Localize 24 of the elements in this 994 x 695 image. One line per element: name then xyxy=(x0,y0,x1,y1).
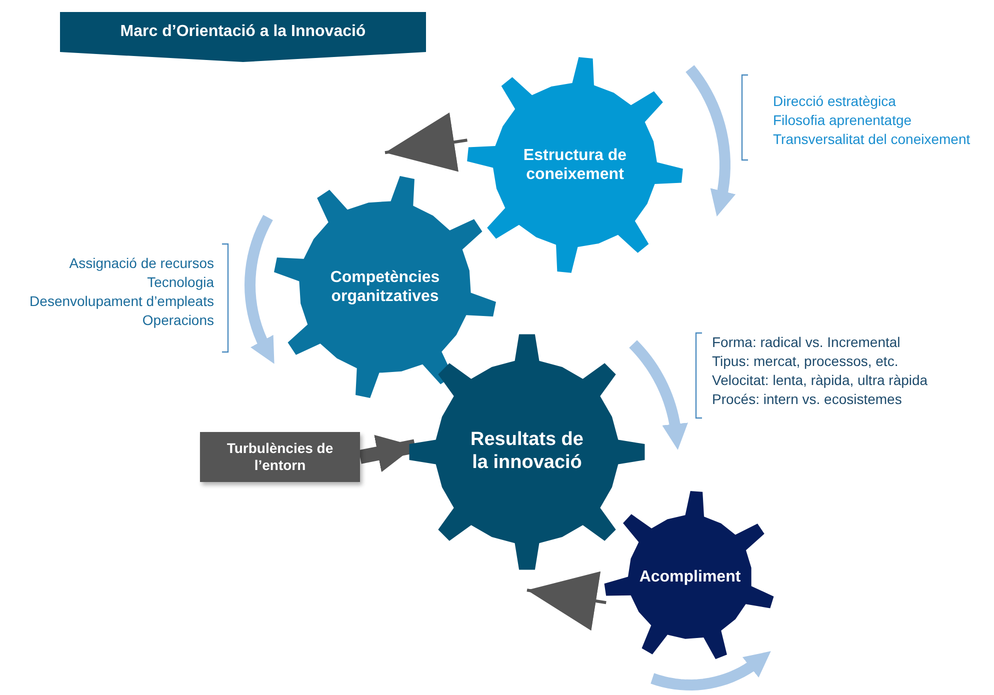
list-item: Assignació de recursos xyxy=(69,254,214,273)
list-item: Tecnologia xyxy=(147,273,214,292)
list-item: Desenvolupament d’empleats xyxy=(30,292,214,311)
list-item: Tipus: mercat, processos, etc. xyxy=(712,352,898,371)
arrow xyxy=(384,112,468,172)
label-box xyxy=(200,432,360,482)
list-item: Velocitat: lenta, ràpida, ultra ràpida xyxy=(712,371,928,390)
list-item: Filosofia aprenentatge xyxy=(773,111,912,130)
gear-shape xyxy=(273,175,497,399)
gear-shape xyxy=(467,57,683,273)
title-banner: Marc d’Orientació a la Innovació xyxy=(60,12,426,62)
gear-label: Acompliment xyxy=(638,567,742,587)
list-item: Procés: intern vs. ecosistemes xyxy=(712,390,902,409)
list-item: Operacions xyxy=(142,311,214,330)
gear-label: Resultats de la innovació xyxy=(470,429,584,475)
arrow xyxy=(358,434,416,472)
gear-label: Competències organitzatives xyxy=(329,268,441,306)
list-item: Forma: radical vs. Incremental xyxy=(712,333,900,352)
list-item: Direcció estratègica xyxy=(773,92,896,111)
gear-label: Estructura de coneixement xyxy=(522,146,628,184)
gear-label: Turbulències de l’entorn xyxy=(226,440,334,474)
arrow xyxy=(526,571,606,631)
gear-shape xyxy=(409,334,645,570)
list-item: Transversalitat del coneixement xyxy=(773,130,970,149)
